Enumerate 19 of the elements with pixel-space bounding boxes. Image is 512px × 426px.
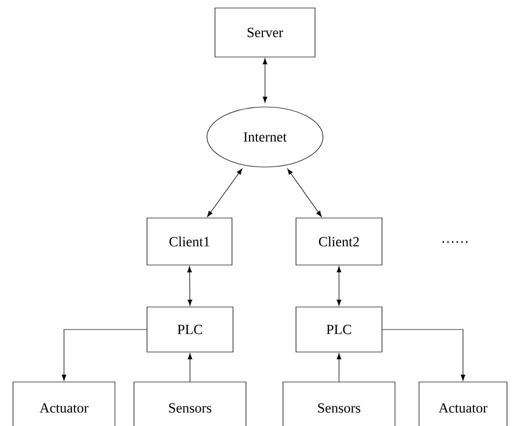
arrow (287, 168, 322, 217)
arrow (62, 329, 147, 381)
process-box: Client2 (296, 218, 382, 266)
arrow (336, 353, 342, 382)
arrow (187, 266, 192, 306)
process-box: Sensors (134, 382, 246, 426)
process-box: Sensors (282, 382, 396, 426)
arrow (207, 168, 242, 217)
ellipsis-label: …… (442, 241, 468, 243)
arrow (382, 329, 466, 381)
process-box: Actuator (12, 382, 116, 426)
process-box: PLC (146, 306, 234, 352)
arrow (262, 58, 268, 103)
process-box: PLC (296, 306, 382, 352)
process-box: Client1 (146, 218, 232, 266)
arrow (188, 353, 192, 382)
process-box: Server (214, 8, 316, 58)
process-box: Actuator (418, 382, 508, 426)
arrow (336, 266, 342, 306)
